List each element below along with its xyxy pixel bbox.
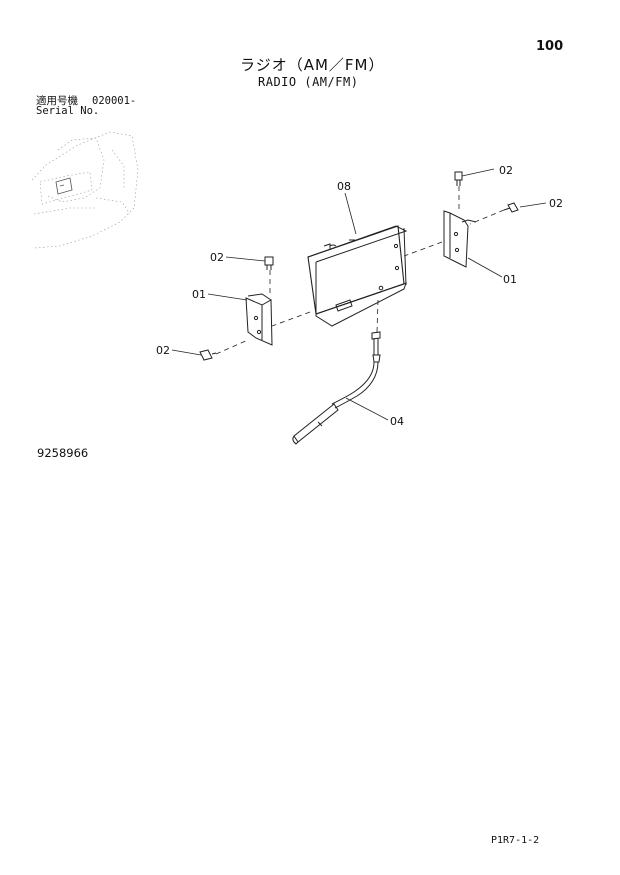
serial-label-japanese: 適用号機 — [36, 95, 78, 107]
location-thumbnail — [31, 131, 139, 249]
sheet-code: P1R7-1-2 — [491, 835, 540, 846]
callout-08: 08 — [337, 180, 351, 193]
assembly-lines — [215, 186, 505, 355]
bracket-left — [245, 293, 273, 346]
callout-02-top: 02 — [499, 164, 513, 177]
radio-unit — [307, 225, 408, 327]
serial-number: 020001- — [92, 95, 137, 107]
thumbnail-radio-mark — [55, 177, 73, 195]
callout-01-left: 01 — [192, 288, 206, 301]
callout-02-bottom: 02 — [156, 344, 170, 357]
screw-left-top — [264, 256, 274, 270]
screw-top-right — [454, 171, 463, 186]
serial-label-english: Serial No. — [36, 105, 100, 117]
drawing-number: 9258966 — [37, 446, 89, 460]
title-japanese: ラジオ（AM／FM） — [240, 56, 385, 74]
callout-04: 04 — [390, 415, 404, 428]
title-english: RADIO (AM/FM) — [258, 75, 359, 89]
page-number: 100 — [536, 39, 564, 54]
screw-right — [503, 202, 519, 213]
antenna-cable — [292, 331, 381, 445]
leader-lines — [171, 168, 547, 421]
callout-02-left: 02 — [210, 251, 224, 264]
screw-left-bottom — [199, 349, 217, 361]
bracket-right — [443, 210, 477, 268]
callout-01-right: 01 — [503, 273, 517, 286]
callout-02-right: 02 — [549, 197, 563, 210]
